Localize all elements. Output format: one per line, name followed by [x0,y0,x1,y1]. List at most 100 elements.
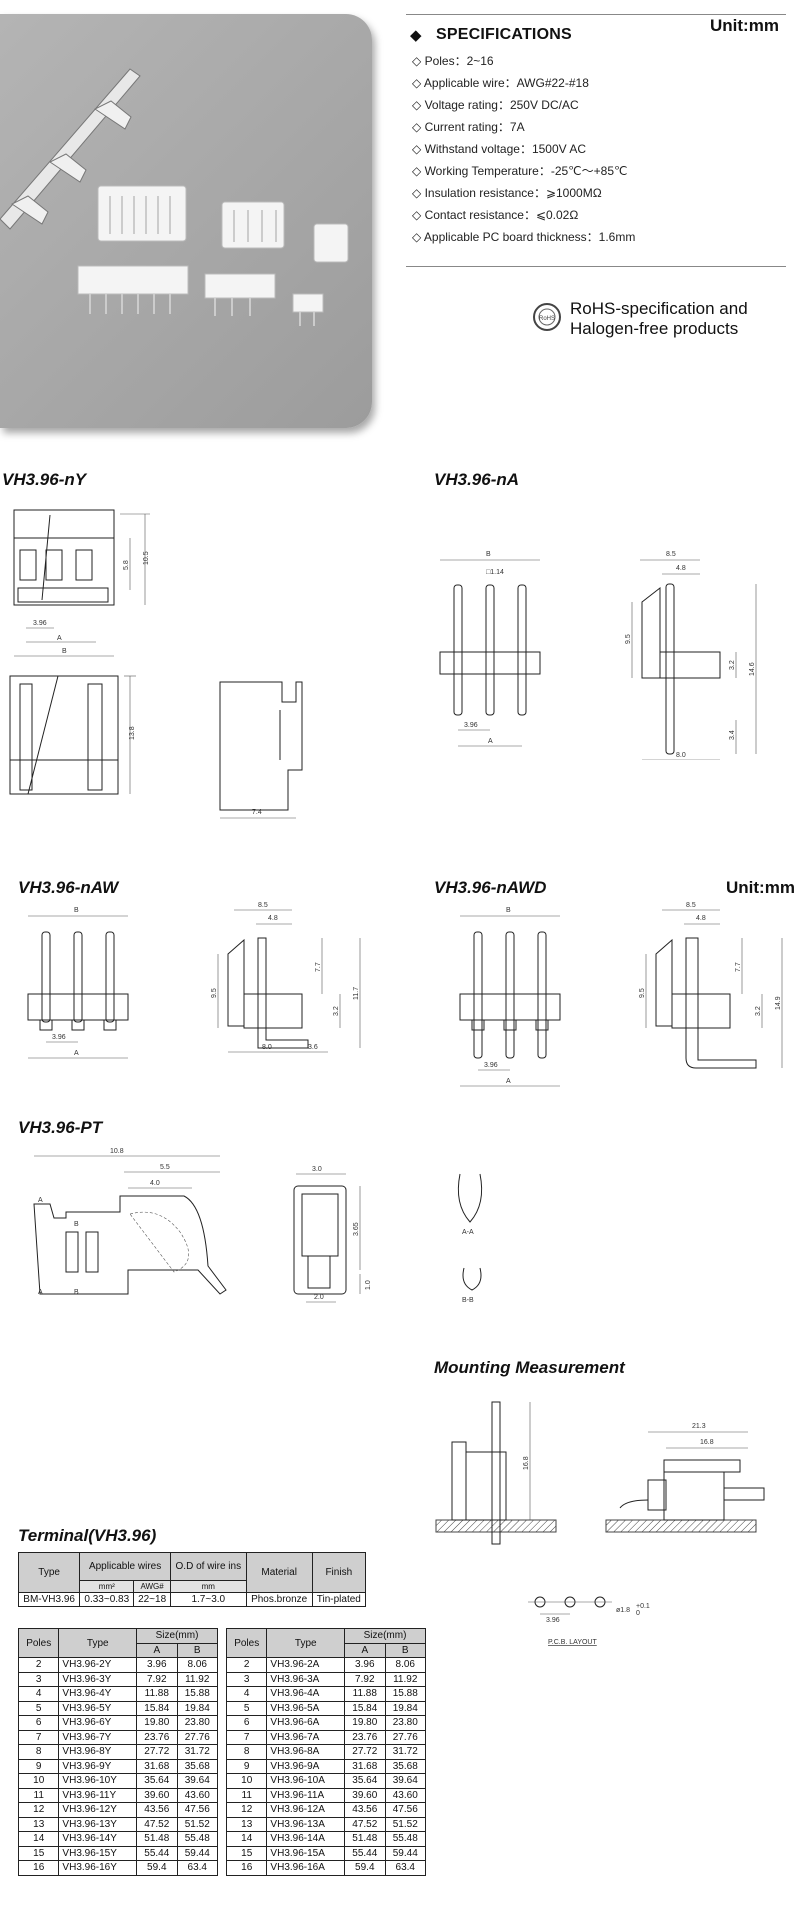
diamond-outline-icon: ◇ [412,142,425,156]
dim-label: 8.0 [676,752,686,759]
spec-bottom-rule [406,266,786,267]
dim-label: 10.5 [143,551,150,565]
dim-label: 7.7 [315,962,322,972]
spec-item: ◇ Voltage rating：250V DC/AC [412,98,579,112]
dim-label: B [486,551,491,558]
th-wires: Applicable wires [79,1552,171,1581]
section-title-na: VH3.96-nA [434,470,520,489]
th-finish: Finish [311,1552,367,1593]
diamond-outline-icon: ◇ [412,76,424,90]
th-mm: mm [169,1580,247,1593]
connector-illustration [0,68,349,326]
diamond-outline-icon: ◇ [412,186,425,200]
dim-label: 8.0 [262,1044,272,1051]
diamond-outline-icon: ◇ [412,98,425,112]
dim-label: 3.2 [333,1006,340,1016]
dim-label: 13.8 [129,726,136,740]
dim-label: A [488,738,493,745]
spec-item: ◇ Insulation resistance：⩾1000MΩ [412,186,602,200]
dim-label: A [506,1078,511,1085]
dim-label: 5.5 [160,1164,170,1171]
dim-label: 21.3 [692,1423,706,1430]
spec-item: ◇ Applicable PC board thickness：1.6mm [412,230,636,244]
dim-label: B [74,1221,79,1228]
dim-label: 9.5 [211,988,218,998]
th-od: O.D of wire ins [169,1552,247,1581]
svg-text:RoHS: RoHS [539,316,555,322]
th-mm2: mm² [79,1580,135,1593]
drawing-na: B □1.14 3.96 A 8.5 4.8 9.5 14.6 3.2 3.4 … [439,551,757,760]
dim-label: A [57,635,62,642]
section-title-mounting: Mounting Measurement [434,1358,625,1377]
dim-label: 3.96 [484,1062,498,1069]
dim-label: 7.4 [252,809,262,816]
drawing-mounting: 16.8 21.3 16.8 3.96 ø1.8 +0.1 0 P.C.B. L… [435,1401,765,1646]
diamond-outline-icon: ◇ [412,208,425,222]
dim-label: 3.2 [755,1006,762,1016]
th-material: Material [245,1552,313,1593]
dim-label: 3.2 [729,660,736,670]
dim-label: B [506,907,511,914]
dim-label: 4.8 [676,565,686,572]
dim-label: 3.96 [52,1034,66,1041]
dim-label: B-B [462,1297,474,1304]
dim-label: 1.0 [365,1280,372,1290]
dim-label: 3.96 [464,722,478,729]
dim-label: 14.6 [749,662,756,676]
dim-label: □1.14 [486,569,504,576]
drawing-nawd: B 3.96 A 8.5 4.8 9.5 7.7 14.9 3.2 [459,902,783,1087]
th-type: Type [17,1552,81,1593]
dim-label: 5.8 [123,560,130,570]
dim-label: 4.8 [696,915,706,922]
dim-label: 7.7 [735,962,742,972]
dim-label: 4.0 [150,1180,160,1187]
dim-label: B [62,648,67,655]
dim-label: 10.8 [110,1148,124,1155]
dim-label: 8.5 [258,902,268,909]
terminal-table: Type Applicable wires O.D of wire ins Ma… [17,1552,367,1607]
product-photo [0,14,372,428]
dim-label: 11.7 [353,987,360,1000]
diamond-filled-icon: ◆ [410,27,422,44]
dim-label: 4.8 [268,915,278,922]
dim-label: A [38,1289,43,1296]
section-title-nawd: VH3.96-nAWD [434,878,547,897]
section-title-naw: VH3.96-nAW [18,878,119,897]
unit-label: Unit:mm [710,16,779,35]
dim-label: 8.5 [666,551,676,558]
spec-item: ◇ Withstand voltage：1500V AC [412,142,586,156]
dim-label: A [74,1050,79,1057]
dim-label: 9.5 [625,634,632,644]
pcb-layout-label: P.C.B. LAYOUT [548,1639,597,1646]
dim-label: B [74,907,79,914]
dim-label: 16.8 [523,1456,530,1470]
dim-label: ø1.8 [616,1607,630,1614]
dim-label: 3.96 [33,620,47,627]
th-awg: AWG# [133,1580,171,1593]
spec-top-rule [406,14,786,15]
spec-item: ◇ Contact resistance：⩽0.02Ω [412,208,579,222]
